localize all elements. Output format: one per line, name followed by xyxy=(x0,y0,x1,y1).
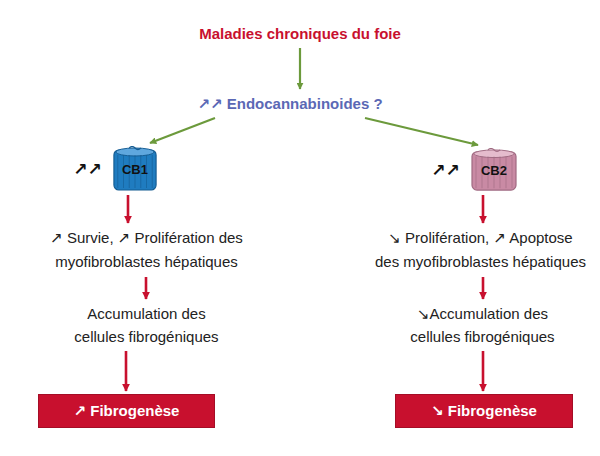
text-node: Accumulation des cellules fibrogéniques xyxy=(72,302,221,348)
outcome-text: ↗ Fibrogenèse xyxy=(74,402,180,420)
text-node: ↗↗ Endocannabinoides ? xyxy=(195,92,385,115)
outcome-text: ↘ Fibrogenèse xyxy=(431,402,537,420)
flow-arrow xyxy=(125,351,128,391)
flow-arrow xyxy=(482,277,485,299)
node-text: Maladies chroniques du foie xyxy=(197,22,403,45)
text-node: ↘ Prolifération, ↗ Apoptose des myofibro… xyxy=(373,226,588,274)
node-text: ↗↗ Endocannabinoides ? xyxy=(195,92,385,115)
node-text: Accumulation des cellules fibrogéniques xyxy=(72,302,221,348)
outcome-box: ↘ Fibrogenèse xyxy=(395,394,573,428)
flow-arrow xyxy=(482,195,485,223)
node-text: ↗ Survie, ↗ Prolifération des myofibrobl… xyxy=(48,226,245,274)
text-node: ↗ Survie, ↗ Prolifération des myofibrobl… xyxy=(48,226,245,274)
flow-arrow xyxy=(127,195,130,223)
flow-arrow xyxy=(145,277,148,299)
level-arrows: ↗↗ xyxy=(74,159,103,180)
level-arrows: ↗↗ xyxy=(432,160,461,181)
outcome-box: ↗ Fibrogenèse xyxy=(38,394,215,428)
receptor-node: ↗↗CB2 xyxy=(470,148,518,192)
text-node: Maladies chroniques du foie xyxy=(197,22,403,45)
flow-arrow xyxy=(482,351,485,391)
flow-arrow xyxy=(365,118,478,145)
node-text: ↘Accumulation des cellules fibrogéniques xyxy=(408,302,557,348)
text-node: ↘Accumulation des cellules fibrogéniques xyxy=(408,302,557,348)
flow-arrow xyxy=(150,118,215,143)
flow-arrow xyxy=(299,48,301,89)
receptor-node: ↗↗CB1 xyxy=(112,146,158,192)
node-text: ↘ Prolifération, ↗ Apoptose des myofibro… xyxy=(373,226,588,274)
receptor-name: CB2 xyxy=(470,163,518,178)
receptor-name: CB1 xyxy=(112,162,158,177)
